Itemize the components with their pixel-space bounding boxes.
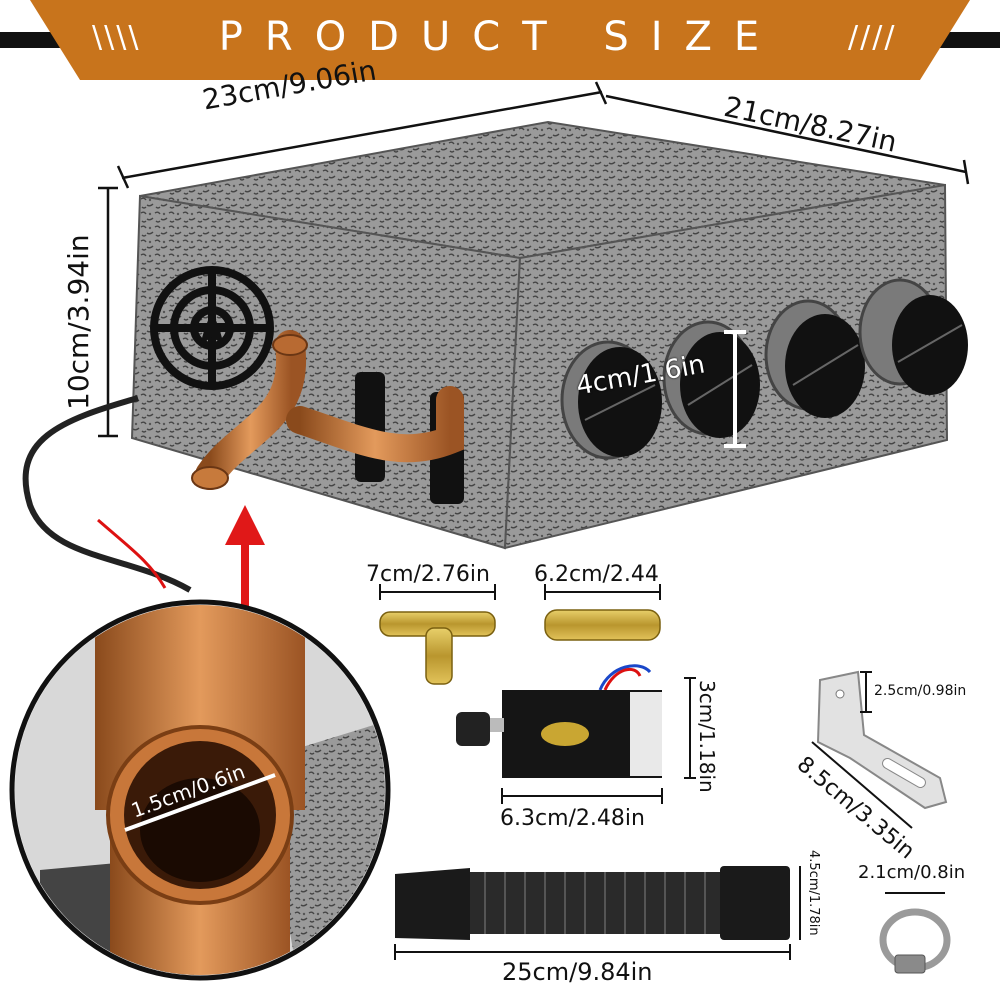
- heater-height-dimension: [98, 186, 118, 438]
- switch-width-label: 6.3cm/2.48in: [500, 806, 645, 831]
- copper-pipe: [191, 330, 464, 490]
- mounting-bracket: [811, 670, 948, 829]
- clamp-size-label: 2.1cm/0.8in: [858, 862, 966, 883]
- straight-connector: [544, 584, 661, 641]
- vent-dimension: [724, 330, 746, 448]
- hose-diameter-label: 4.5cm/1.78in: [806, 850, 821, 936]
- switch-height-label: 3cm/1.18in: [695, 680, 719, 793]
- product-size-banner: \\\\ PRODUCT SIZE ////: [0, 0, 1000, 80]
- red-arrow: [225, 505, 265, 610]
- heater-depth-dimension: [605, 94, 970, 185]
- vent-hose: [394, 866, 801, 960]
- hose-length-label: 25cm/9.84in: [502, 958, 653, 986]
- air-vents: [560, 278, 968, 460]
- heater-height-label: 10cm/3.94in: [62, 234, 95, 410]
- straight-connector-label: 6.2cm/2.44: [534, 562, 659, 587]
- tee-connector: [379, 584, 496, 685]
- tee-connector-label: 7cm/2.76in: [366, 562, 490, 587]
- pipe-zoom-circle: [9, 599, 391, 981]
- bracket-height-label: 2.5cm/0.98in: [874, 683, 967, 699]
- banner-right-marks: ////: [848, 20, 897, 55]
- rotary-switch: [456, 664, 696, 804]
- heater-width-dimension: [116, 81, 608, 189]
- power-cable: [22, 395, 192, 593]
- banner-title: PRODUCT SIZE: [218, 14, 782, 60]
- banner-left-marks: \\\\: [92, 20, 141, 55]
- hose-clamp: [879, 892, 951, 974]
